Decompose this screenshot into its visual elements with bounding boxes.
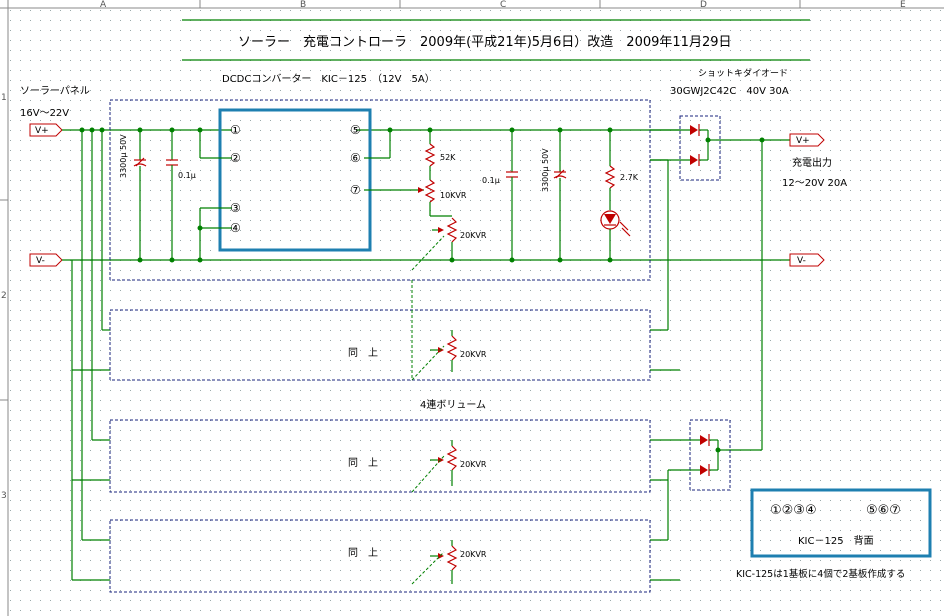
row-label: 3 xyxy=(1,491,7,501)
input-range: 16V～22V xyxy=(20,108,69,119)
vr-10k: 10KVR xyxy=(418,179,467,216)
row-labels: 1 2 3 xyxy=(1,93,7,501)
diode-title: ショットキダイオード xyxy=(698,67,788,79)
column-labels: A B C D E xyxy=(100,0,906,10)
unit-2-outline xyxy=(109,309,651,381)
legend-note: KIC-125は1基板に4個で2基板作成する xyxy=(736,568,905,580)
led-resistor-label: 2.7K xyxy=(620,173,639,182)
input-cap-3300u: 3300μ 50V xyxy=(119,130,147,260)
output-v-minus-text: V- xyxy=(797,256,806,266)
input-v-minus-text: V- xyxy=(36,256,45,266)
output-v-minus-tag: V- xyxy=(789,253,825,267)
col-label: D xyxy=(700,0,707,10)
vr-20k-unit-4: 20KVR xyxy=(430,540,487,584)
output-v-plus-text: V+ xyxy=(796,136,810,146)
pin-4: ④ xyxy=(230,221,241,235)
unit-4-same-label: 同 上 xyxy=(348,547,378,559)
input-cap-3300u-label: 3300μ 50V xyxy=(119,134,128,178)
legend-box xyxy=(750,488,932,558)
pin-6: ⑥ xyxy=(350,151,361,165)
unit-2-same-label: 同 上 xyxy=(348,347,378,359)
diode-pair-1-outline xyxy=(679,115,721,181)
unit-4-outline xyxy=(109,519,651,593)
pin-1: ① xyxy=(230,123,241,137)
input-v-minus-tag: V- xyxy=(29,253,63,267)
gang-label: 4連ボリューム xyxy=(420,398,486,411)
row-label: 1 xyxy=(1,93,7,103)
unit-3-outline xyxy=(109,419,651,493)
legend-pins-right: ⑤⑥⑦ xyxy=(866,503,901,518)
pin-3: ③ xyxy=(230,201,241,215)
converter-module xyxy=(218,108,372,252)
legend-caption: KIC－125 背面 xyxy=(798,534,874,547)
feeder-wires xyxy=(71,130,110,581)
col-label: B xyxy=(300,0,306,10)
output-v-plus-tag: V+ xyxy=(789,133,825,147)
input-v-plus-tag: V+ xyxy=(29,123,63,137)
vr-20k-unit-3-label: 20KVR xyxy=(460,460,487,469)
input-v-plus-text: V+ xyxy=(35,126,49,136)
unit-1-outline xyxy=(109,99,651,281)
resistor-52k-label: 52K xyxy=(440,153,456,162)
input-cap-0.1u-label: 0.1μ xyxy=(178,171,196,180)
vr-20k-main: 20KVR xyxy=(430,215,487,260)
converter-title: DCDCコンバーター KIC－125 （12V 5A） xyxy=(222,73,435,85)
output-label: 充電出力 xyxy=(792,156,832,169)
vr-10k-label: 10KVR xyxy=(440,191,467,200)
col-label: A xyxy=(100,0,107,10)
pin-2: ② xyxy=(230,151,241,165)
resistor-52k: 52K xyxy=(424,130,456,180)
col-label: E xyxy=(900,0,906,10)
col-label: C xyxy=(500,0,506,10)
pin-7: ⑦ xyxy=(350,183,361,197)
output-cap-0.1u: 0.1μ xyxy=(482,130,518,260)
diode-part: 30GWJ2C42C 40V 30A xyxy=(670,86,789,97)
diode-pair-2 xyxy=(690,434,726,476)
input-label: ソーラーパネル xyxy=(20,85,90,97)
gang-linkage xyxy=(411,235,445,585)
output-cap-3300u-label: 3300μ 50V xyxy=(541,148,550,192)
input-cap-0.1u: 0.1μ xyxy=(166,130,196,260)
vr-20k-unit-2-label: 20KVR xyxy=(460,350,487,359)
unit-3-same-label: 同 上 xyxy=(348,457,378,469)
vr-20k-main-label: 20KVR xyxy=(460,231,487,240)
output-cap-0.1u-label: 0.1μ xyxy=(482,176,500,185)
output-cap-3300u: 3300μ 50V xyxy=(541,130,567,260)
vr-20k-unit-4-label: 20KVR xyxy=(460,550,487,559)
row-label: 2 xyxy=(1,291,7,301)
output-range: 12～20V 20A xyxy=(782,178,847,189)
schematic-title: ソーラー 充電コントローラ 2009年(平成21年)5月6日）改造 2009年1… xyxy=(238,34,731,50)
unit-output-wires xyxy=(650,160,690,581)
vr-20k-unit-2: 20KVR xyxy=(430,330,487,372)
legend-pins-left: ①②③④ xyxy=(770,503,817,518)
led-indicator: 2.7K xyxy=(600,130,639,260)
diode-pair-2-outline xyxy=(689,419,731,491)
pin-5: ⑤ xyxy=(350,123,361,137)
